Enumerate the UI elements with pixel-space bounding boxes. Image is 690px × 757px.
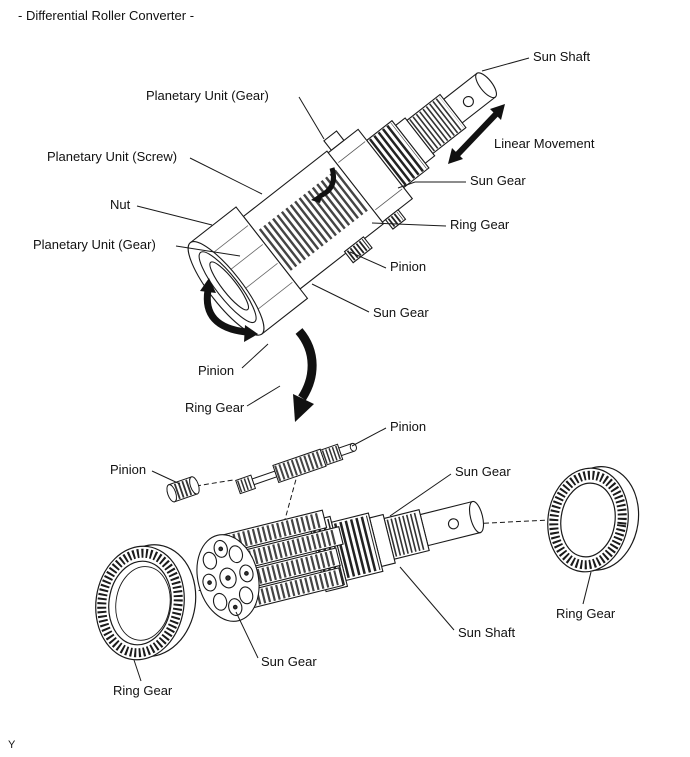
label-pinion-upper-bottom: Pinion	[198, 363, 235, 378]
label-sun-gear-upper-right: Sun Gear	[470, 173, 526, 188]
exploded-view-arrow	[293, 328, 317, 422]
label-sun-gear-lower-bottom: Sun Gear	[261, 654, 317, 669]
label-ring-gear-upper-right: Ring Gear	[450, 217, 510, 232]
label-sun-gear-lower-top: Sun Gear	[455, 464, 511, 479]
label-planetary-unit-screw: Planetary Unit (Screw)	[47, 149, 178, 164]
label-linear-movement: Linear Movement	[494, 136, 595, 151]
pinion-rod-drawing	[235, 442, 357, 495]
ring-gear-left-drawing	[95, 544, 197, 661]
label-planetary-unit-gear-top: Planetary Unit (Gear)	[146, 88, 269, 103]
pinion-small-drawing	[166, 476, 200, 503]
label-ring-gear-lower-right: Ring Gear	[556, 606, 616, 621]
label-ring-gear-lower-left: Ring Gear	[113, 683, 173, 698]
label-pinion-upper-right: Pinion	[390, 259, 427, 274]
rotation-arrow	[200, 278, 258, 342]
leader-lines	[133, 57, 592, 682]
page-title: - Differential Roller Converter -	[18, 8, 195, 23]
label-pinion-lower-top: Pinion	[390, 419, 427, 434]
label-pinion-lower-left: Pinion	[110, 462, 147, 477]
label-ring-gear-upper-bottom: Ring Gear	[185, 400, 245, 415]
upper-assembly-drawing	[187, 72, 498, 336]
footer-marker: Y	[8, 739, 16, 751]
ring-gear-right-drawing	[547, 466, 640, 573]
linear-movement-arrow	[448, 104, 505, 164]
exploded-cluster-face-drawing	[196, 534, 260, 622]
label-planetary-unit-gear-left: Planetary Unit (Gear)	[33, 237, 156, 252]
label-sun-shaft-lower: Sun Shaft	[458, 625, 516, 640]
label-sun-gear-upper-lower: Sun Gear	[373, 305, 429, 320]
small-rotation-arrow	[311, 167, 336, 203]
label-sun-shaft-upper: Sun Shaft	[533, 49, 591, 64]
label-nut: Nut	[110, 197, 131, 212]
